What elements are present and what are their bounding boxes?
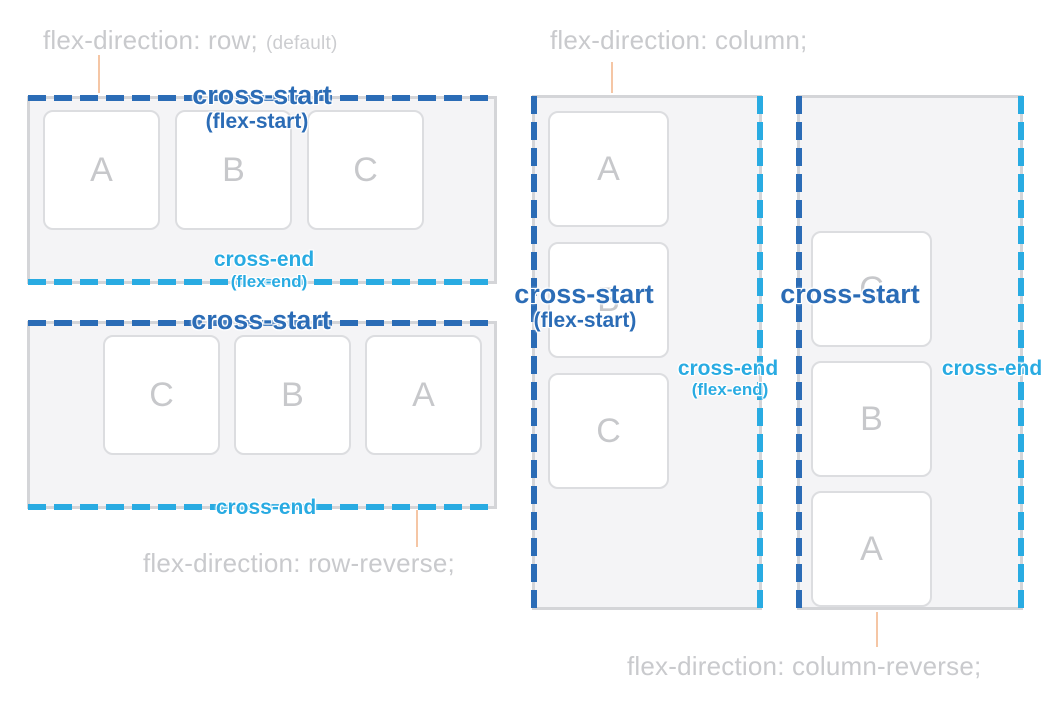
flex-end-label-column: (flex-end) [691,380,769,399]
label-flex-direction-row-text: flex-direction: row; [43,25,258,55]
cross-start-label-column-reverse: cross-start [780,279,920,309]
flex-start-label-column: (flex-start) [533,309,637,332]
cross-end-edge-column [757,96,763,609]
flex-item-c: C [103,335,220,455]
flex-item-c: C [548,373,669,489]
flex-container-row-reverse: C B A [27,320,497,510]
flex-end-label-row: (flex-end) [230,272,308,291]
connector-line-row [98,55,100,93]
flex-item-a: A [811,491,932,607]
flex-container-column-reverse: C B A [796,95,1024,610]
label-flex-direction-row-reverse: flex-direction: row-reverse; [143,549,455,578]
cross-start-edge-column [531,96,537,609]
flex-item-b: B [811,361,932,477]
cross-start-label-row-reverse: cross-start [191,305,331,335]
label-flex-direction-row: flex-direction: row; (default) [43,26,337,55]
connector-line-column [611,62,613,93]
cross-end-label-column-reverse: cross-end [941,357,1043,380]
cross-start-edge-row [28,95,496,101]
label-flex-direction-row-reverse-text: flex-direction: row-reverse; [143,548,455,578]
label-flex-direction-column: flex-direction: column; [550,26,807,55]
label-flex-direction-column-reverse-text: flex-direction: column-reverse; [627,651,982,681]
cross-start-label-column: cross-start [514,279,654,309]
flex-item-b: B [175,110,292,230]
flex-item-a: A [43,110,160,230]
flex-start-label-row: (flex-start) [205,110,309,133]
flex-container-column: A B C [531,95,763,610]
flex-container-row: A B C [27,95,497,285]
flex-item-c: C [307,110,424,230]
flex-item-a: A [548,111,669,227]
flex-item-b: B [548,242,669,358]
cross-end-edge-column-reverse [1018,96,1024,609]
connector-line-row-reverse [416,510,418,547]
label-flex-direction-column-text: flex-direction: column; [550,25,808,55]
flex-item-c: C [811,231,932,347]
connector-line-column-reverse [876,612,878,647]
cross-start-edge-row-reverse [28,320,496,326]
cross-start-edge-column-reverse [796,96,802,609]
label-default-suffix: (default) [265,33,338,54]
label-flex-direction-column-reverse: flex-direction: column-reverse; [627,652,981,681]
cross-end-edge-row-reverse [28,504,496,510]
flex-item-a: A [365,335,482,455]
cross-start-label-row: cross-start [192,80,332,110]
flex-item-b: B [234,335,351,455]
cross-end-label-row: cross-end [213,248,315,271]
cross-end-edge-row [28,279,496,285]
cross-end-label-row-reverse: cross-end [215,496,317,519]
cross-end-label-column: cross-end [677,357,779,380]
